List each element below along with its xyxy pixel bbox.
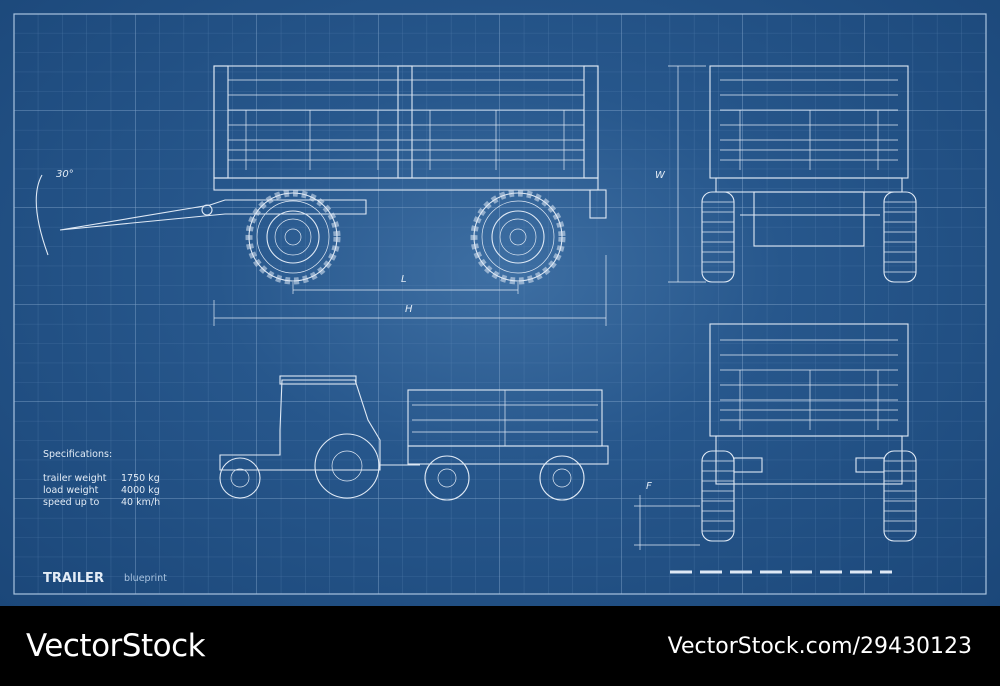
dimension-l-label: L <box>401 274 407 285</box>
tractor-with-trailer <box>219 375 609 501</box>
dimension-h-label: H <box>405 304 413 315</box>
trailer-side-view: L H 30° <box>35 65 607 326</box>
dimension-w-label: W <box>655 170 666 181</box>
blueprint-drawing: L H 30° W F <box>13 13 987 595</box>
specifications-block: Specifications: trailer weight 1750 kg l… <box>43 449 160 508</box>
spec-label: load weight <box>43 485 99 496</box>
dimension-f-label: F <box>646 481 652 492</box>
spec-label: trailer weight <box>43 473 107 484</box>
watermark-footer: VectorStock VectorStock.com/29430123 <box>0 606 1000 686</box>
blueprint-title: TRAILER <box>43 571 104 586</box>
watermark-id: VectorStock.com/29430123 <box>667 634 972 659</box>
spec-value: 4000 kg <box>121 485 160 496</box>
trailer-front-view: W <box>655 65 917 283</box>
specifications-heading: Specifications: <box>43 449 112 460</box>
blueprint-canvas: L H 30° W F <box>0 0 1000 606</box>
angle-label: 30° <box>56 169 74 180</box>
watermark-brand: VectorStock <box>26 628 206 664</box>
spec-value: 40 km/h <box>121 497 160 508</box>
blueprint-subtitle: blueprint <box>124 573 167 584</box>
trailer-rear-view: F <box>634 323 917 574</box>
spec-value: 1750 kg <box>121 473 160 484</box>
spec-label: speed up to <box>43 497 100 508</box>
